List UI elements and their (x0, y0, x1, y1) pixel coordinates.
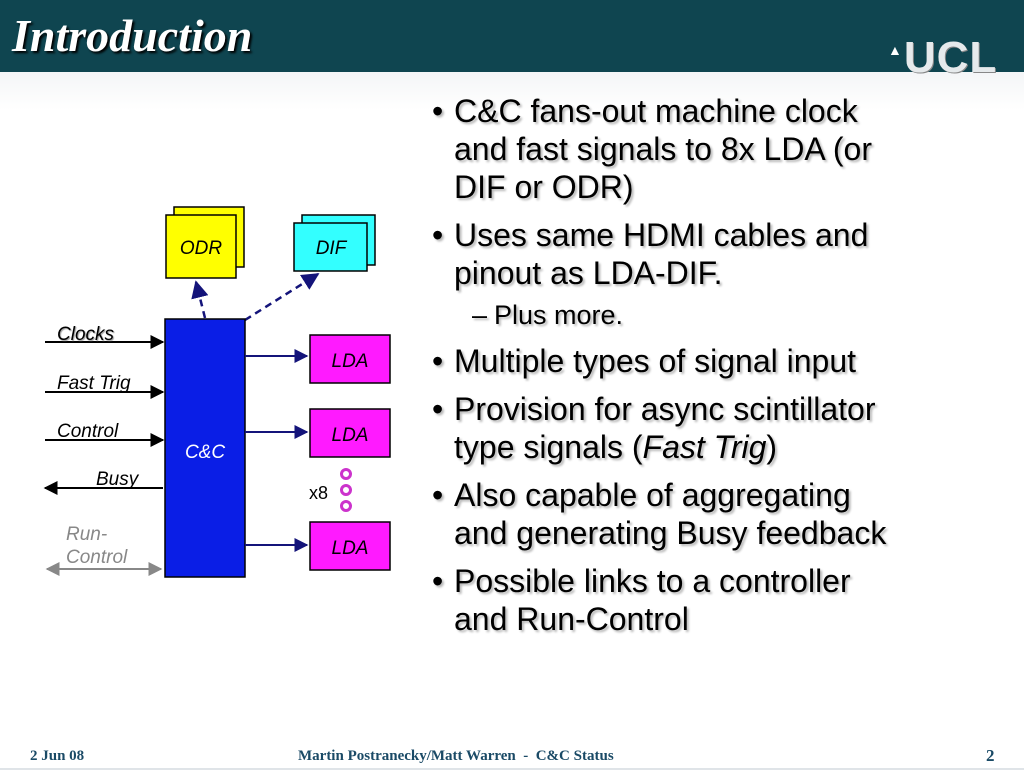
ellipsis-dot (340, 468, 352, 480)
cc-label: C&C (185, 442, 225, 463)
multiplier-label: x8 (309, 483, 328, 503)
bullet-item: • Multiple types of signal input (432, 343, 856, 379)
cc-to-dif-arrow (244, 272, 320, 322)
lda-box: LDA (309, 408, 391, 458)
bullet-item: • Uses same HDMI cables and pinout as LD… (432, 217, 869, 291)
fast-trig-label: Fast Trig (57, 373, 131, 394)
bullet-item: • Also capable of aggregating and genera… (432, 477, 887, 551)
lda-box: LDA (309, 334, 391, 384)
odr-label: ODR (180, 238, 223, 259)
lda-label: LDA (332, 425, 369, 446)
bullet-item: • Provision for async scintillator type … (432, 391, 876, 465)
ellipsis-dot (340, 484, 352, 496)
portico-icon: ▲ (888, 42, 902, 58)
cc-box: C&C (164, 318, 246, 578)
run-control-label-1: Run- (66, 524, 107, 545)
control-label: Control (57, 421, 119, 442)
ucl-logo: ▲ UCL (888, 33, 998, 82)
clocks-label: Clocks (57, 324, 115, 345)
title-bar: Introduction ▲ UCL (0, 0, 1024, 80)
page-number: 2 (986, 746, 995, 765)
logo-text: UCL (903, 33, 998, 82)
ellipsis-dot (340, 500, 352, 512)
bullet-list: • C&C fans-out machine clock and fast si… (432, 92, 1012, 648)
cc-diagram: ODR DIF C&C Clocks Fast Trig Control Bus… (43, 206, 391, 578)
footer-author: Martin Postranecky/Matt Warren - C&C Sta… (298, 748, 614, 764)
cc-to-odr-arrow (191, 280, 209, 319)
sub-bullet-item: – Plus more. (472, 300, 624, 330)
bullet-item: • Possible links to a controller and Run… (432, 563, 851, 637)
dif-label: DIF (316, 238, 348, 259)
dif-box: DIF (293, 214, 376, 272)
lda-box: LDA (309, 521, 391, 571)
run-control-label-2: Control (66, 547, 128, 568)
bullet-item: • C&C fans-out machine clock and fast si… (432, 93, 872, 205)
odr-box: ODR (165, 206, 245, 279)
footer-date: 2 Jun 08 (30, 748, 85, 764)
busy-label: Busy (96, 469, 140, 490)
slide-title: Introduction (12, 10, 253, 61)
lda-label: LDA (332, 538, 369, 559)
lda-label: LDA (332, 351, 369, 372)
